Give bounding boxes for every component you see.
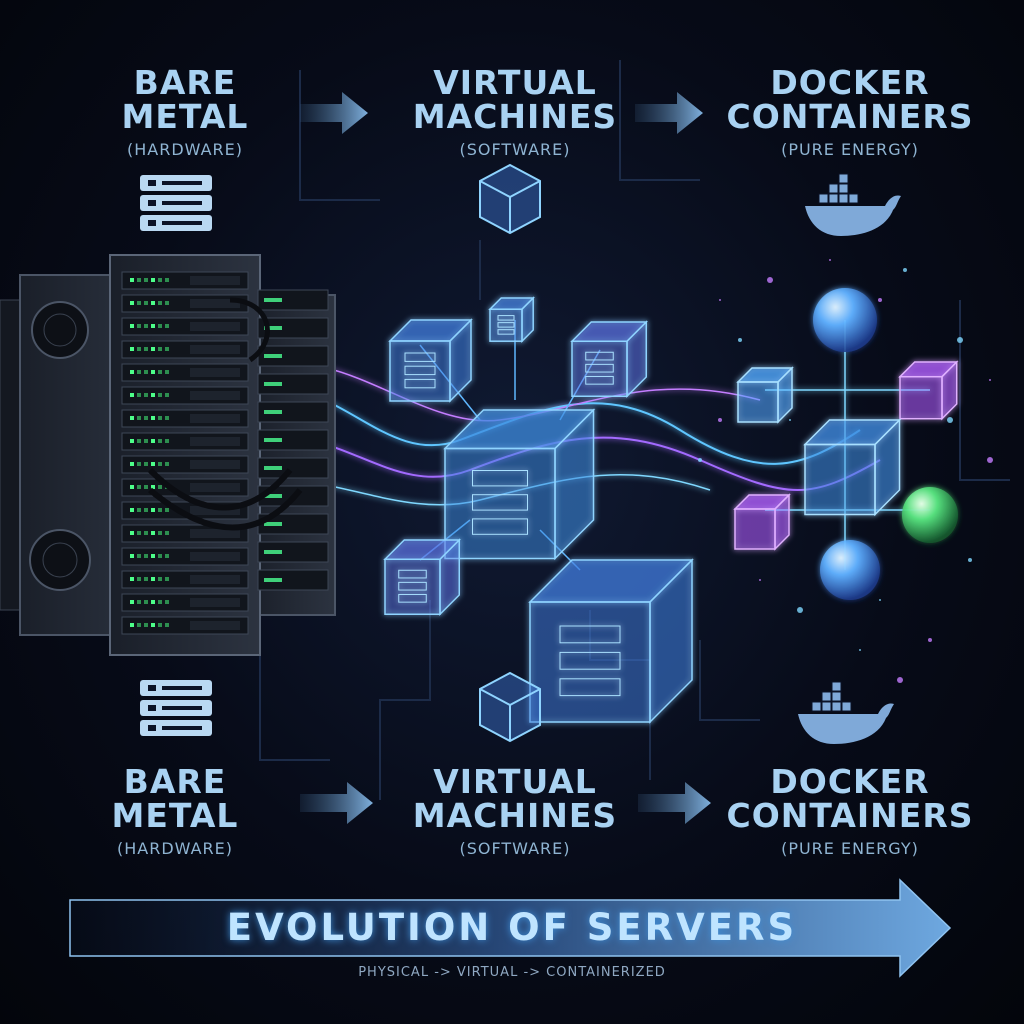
- stage-label-bare-metal-top: BARE METAL (HARDWARE): [85, 66, 285, 159]
- stage-title: CONTAINERS: [715, 100, 985, 134]
- stage-label-bare-metal-bottom: BARE METAL (HARDWARE): [75, 765, 275, 858]
- flow-arrow-icon: [638, 780, 713, 826]
- stage-subtitle: (SOFTWARE): [400, 839, 630, 858]
- server-stack-icon: [140, 680, 212, 736]
- flow-arrow-icon: [300, 780, 375, 826]
- stage-label-docker-containers-bottom: DOCKER CONTAINERS (PURE ENERGY): [715, 765, 985, 858]
- stage-title: CONTAINERS: [715, 799, 985, 833]
- stage-title: VIRTUAL: [400, 66, 630, 100]
- stage-title: METAL: [75, 799, 275, 833]
- stage-label-virtual-machines-top: VIRTUAL MACHINES (SOFTWARE): [400, 66, 630, 159]
- server-rack-illustration: [0, 255, 335, 655]
- stage-title: BARE: [75, 765, 275, 799]
- banner-subtitle: PHYSICAL -> VIRTUAL -> CONTAINERIZED: [0, 965, 1024, 980]
- stage-title: METAL: [85, 100, 285, 134]
- server-stack-icon: [140, 175, 212, 231]
- docker-whale-icon: [805, 174, 901, 236]
- stage-title: DOCKER: [715, 765, 985, 799]
- stage-label-docker-containers-top: DOCKER CONTAINERS (PURE ENERGY): [715, 66, 985, 159]
- stage-label-virtual-machines-bottom: VIRTUAL MACHINES (SOFTWARE): [400, 765, 630, 858]
- stage-subtitle: (HARDWARE): [75, 839, 275, 858]
- stage-title: VIRTUAL: [400, 765, 630, 799]
- stage-subtitle: (HARDWARE): [85, 140, 285, 159]
- stage-subtitle: (PURE ENERGY): [715, 839, 985, 858]
- stage-subtitle: (SOFTWARE): [400, 140, 630, 159]
- docker-whale-icon: [798, 682, 894, 744]
- flow-arrow-icon: [300, 90, 370, 136]
- cube-icon: [480, 673, 540, 741]
- stage-title: BARE: [85, 66, 285, 100]
- stage-subtitle: (PURE ENERGY): [715, 140, 985, 159]
- stage-title: MACHINES: [400, 100, 630, 134]
- banner-title: EVOLUTION OF SERVERS: [0, 906, 1024, 949]
- cube-icon: [480, 165, 540, 233]
- flow-arrow-icon: [635, 90, 705, 136]
- stage-title: MACHINES: [400, 799, 630, 833]
- stage-title: DOCKER: [715, 66, 985, 100]
- container-cluster: [735, 288, 958, 600]
